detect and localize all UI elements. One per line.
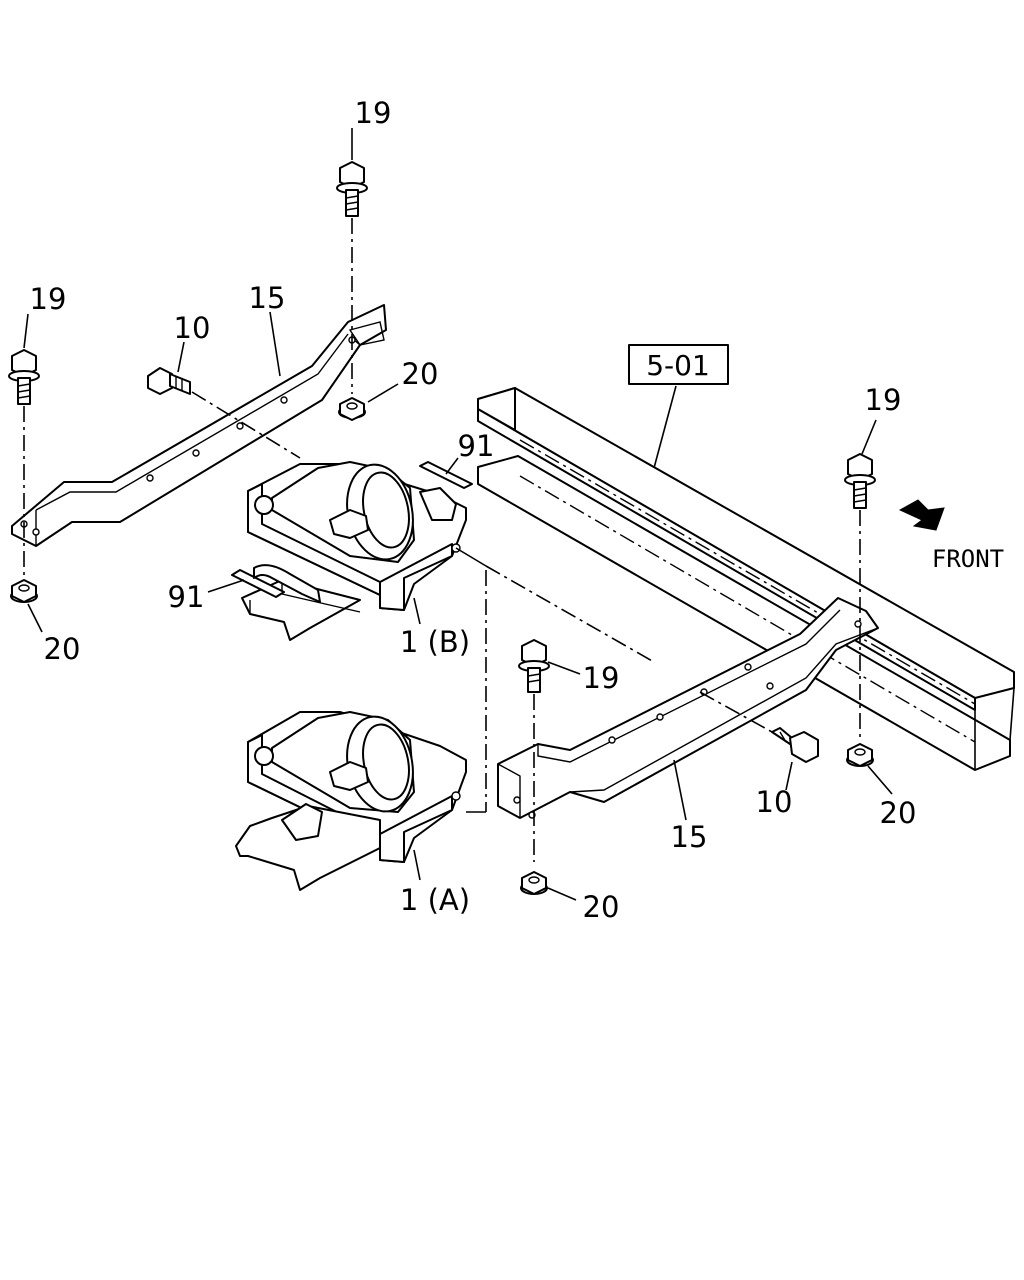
nut-20-left xyxy=(10,579,38,603)
nut-20-upper xyxy=(338,397,366,421)
axis-line xyxy=(485,565,655,663)
callout-20-left: 20 xyxy=(44,632,81,666)
callout-15-left: 15 xyxy=(249,281,286,315)
bolt-10-left xyxy=(147,367,191,395)
callout-19-top: 19 xyxy=(355,96,392,130)
shim-upper xyxy=(419,461,473,489)
callout-15-right: 15 xyxy=(671,820,708,854)
reference-box-label: 5-01 xyxy=(646,349,710,382)
callout-91-upper: 91 xyxy=(458,429,495,463)
front-label: FRONT xyxy=(932,545,1004,573)
reference-box xyxy=(628,344,729,385)
callout-19-lower: 19 xyxy=(583,661,620,695)
shim-lower xyxy=(231,564,321,603)
frame-rail xyxy=(477,387,1015,771)
engine-mount-b xyxy=(247,461,467,611)
callout-20-lower: 20 xyxy=(583,890,620,924)
callout-20-upper: 20 xyxy=(402,357,439,391)
bracket-left xyxy=(11,304,387,547)
callout-1b: 1 (B) xyxy=(400,625,470,659)
nut-20-lower xyxy=(520,871,548,895)
bolt-19-top xyxy=(336,161,368,217)
callout-10-left: 10 xyxy=(174,311,211,345)
callout-19-left: 19 xyxy=(30,282,67,316)
bolt-19-right xyxy=(844,453,876,509)
mount-a-base-plate xyxy=(235,803,381,891)
axis-line xyxy=(699,691,773,733)
bolt-19-left xyxy=(8,349,40,405)
callout-20-right: 20 xyxy=(880,796,917,830)
bolt-19-lower xyxy=(518,639,550,693)
callout-91-lower: 91 xyxy=(168,580,205,614)
callout-1a: 1 (A) xyxy=(400,883,470,917)
axis-line xyxy=(191,391,301,459)
bracket-right xyxy=(497,597,879,819)
callout-19-right: 19 xyxy=(865,383,902,417)
bolt-10-right xyxy=(771,727,819,763)
nut-20-right xyxy=(846,743,874,767)
callout-10-right: 10 xyxy=(756,785,793,819)
front-arrow-icon xyxy=(898,499,945,531)
